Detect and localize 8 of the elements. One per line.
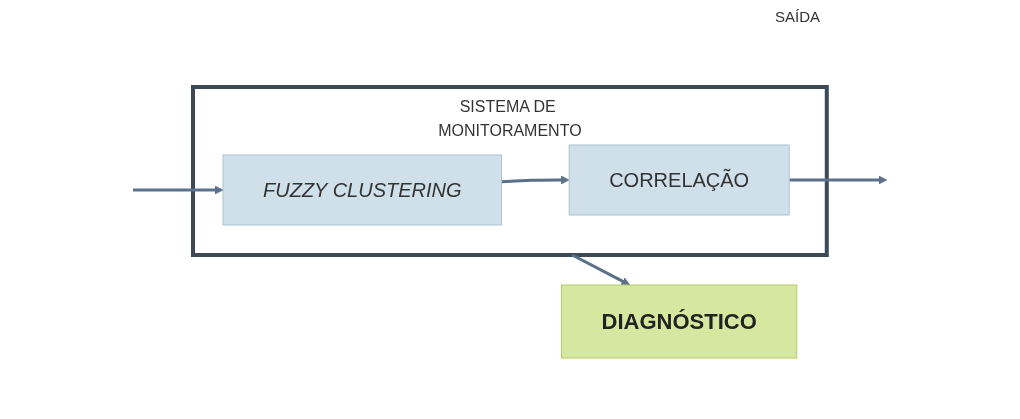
output-label: SAÍDA	[775, 8, 820, 25]
node-box: CORRELAÇÃO	[568, 144, 790, 216]
arrow	[571, 253, 631, 286]
arrow	[501, 175, 570, 185]
node-box: FUZZY CLUSTERING	[222, 154, 503, 226]
node-box: DIAGNÓSTICO	[561, 284, 798, 359]
arrow	[789, 175, 888, 185]
arrow	[133, 185, 224, 195]
